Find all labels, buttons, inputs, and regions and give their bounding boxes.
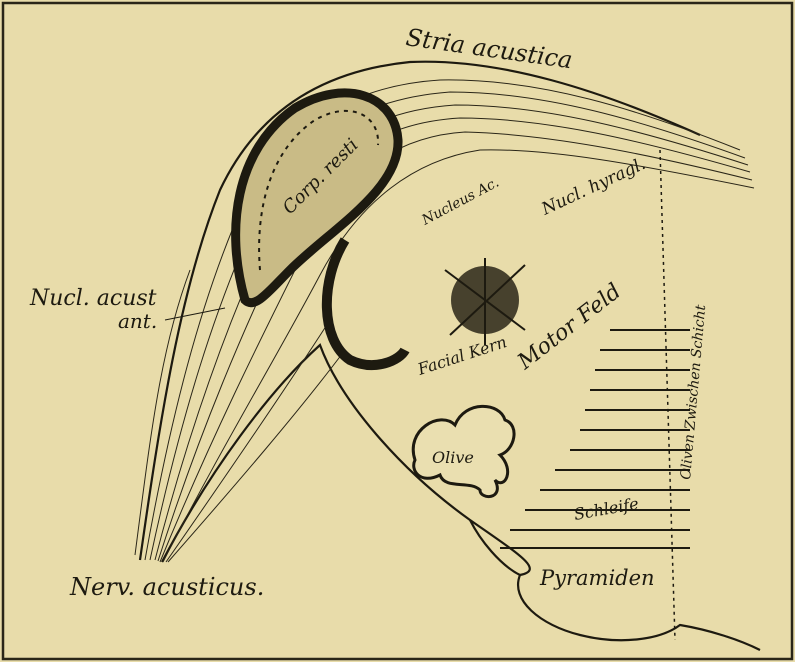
label-nucleus-ac: Nucleus Ac. [418,175,501,229]
corpus-restiforme [236,93,398,303]
midline [660,150,675,640]
label-motor-feld: Motor Feld [513,279,627,375]
label-nucl-acust-ant-line1: Nucl. acust [29,286,157,311]
label-pyramiden: Pyramiden [539,566,655,590]
label-facial-kern: Facial Kern [414,332,509,379]
label-schleife: Schleife [572,494,640,524]
label-nerv-acusticus: Nerv. acusticus. [69,573,264,601]
label-olive: Olive [432,448,474,467]
label-nucl-acust-ant-line2: ant. [118,309,157,333]
label-nucl-hyragl: Nucl. hyragl. [538,154,649,220]
